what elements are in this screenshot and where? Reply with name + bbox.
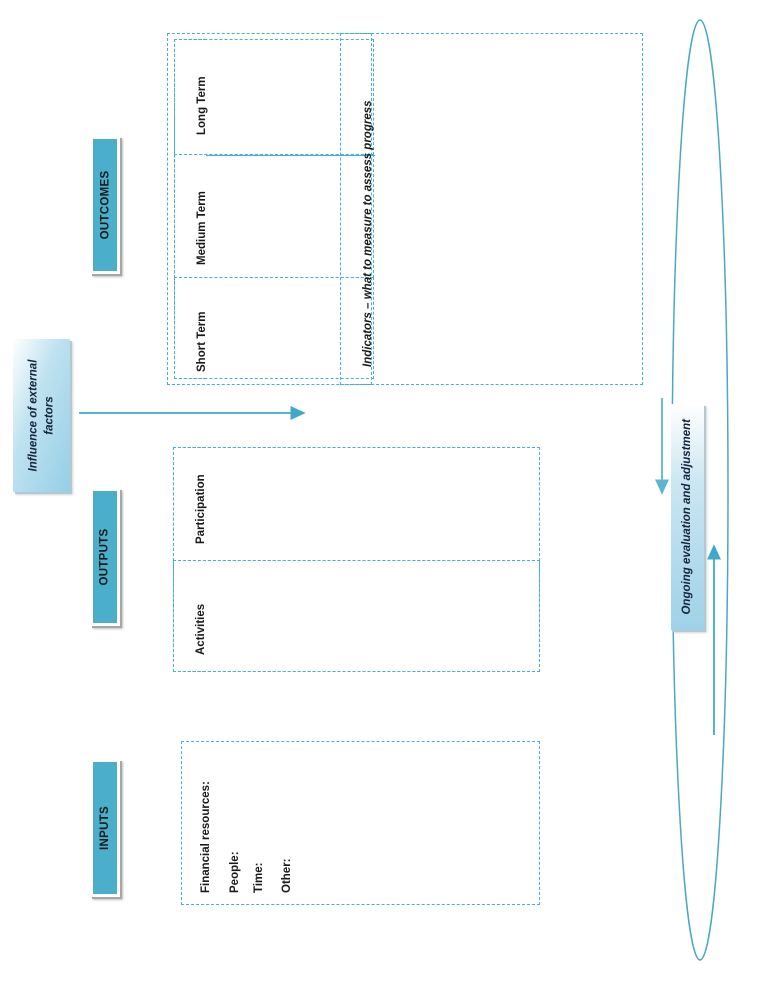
outputs-label-participation: Participation — [195, 474, 207, 544]
chip-outputs-label: OUTPUTS — [99, 528, 112, 586]
chip-outcomes-label: OUTCOMES — [99, 170, 112, 240]
inputs-box — [181, 741, 540, 905]
external-factors-label: Influence of external factors — [26, 360, 57, 472]
outcomes-cell-long-term — [174, 39, 374, 155]
outputs-label-activities: Activities — [195, 603, 207, 655]
inputs-field-other: Other: — [281, 858, 293, 894]
outputs-cell-participation — [173, 447, 540, 561]
ongoing-evaluation-box: Ongoing evaluation and adjustment — [671, 404, 704, 630]
external-factors-box: Influence of external factors — [13, 339, 70, 492]
outcomes-divider-line — [206, 155, 375, 157]
outputs-cell-activities — [173, 560, 540, 672]
chip-inputs-label: INPUTS — [99, 806, 112, 850]
outcomes-label-short-term: Short Term — [196, 311, 208, 373]
chip-outputs: OUTPUTS — [90, 488, 120, 626]
inputs-field-financial-resources: Financial resources: — [200, 781, 212, 893]
external-factors-line1: Influence of external — [26, 359, 39, 472]
outcomes-indicators-column — [340, 33, 372, 385]
outcomes-outer-box — [167, 33, 643, 385]
inputs-field-people: People: — [229, 851, 241, 893]
chip-outcomes: OUTCOMES — [90, 136, 120, 274]
outcomes-label-medium-term: Medium Term — [196, 191, 208, 265]
external-factors-line2: factors — [42, 396, 55, 435]
ongoing-evaluation-label: Ongoing evaluation and adjustment — [680, 419, 693, 615]
outcomes-indicators-label: Indicators – what to measure to assess p… — [362, 100, 374, 367]
inputs-field-time: Time: — [253, 862, 265, 893]
chip-inputs: INPUTS — [90, 759, 120, 897]
outcomes-label-long-term: Long Term — [196, 76, 208, 135]
